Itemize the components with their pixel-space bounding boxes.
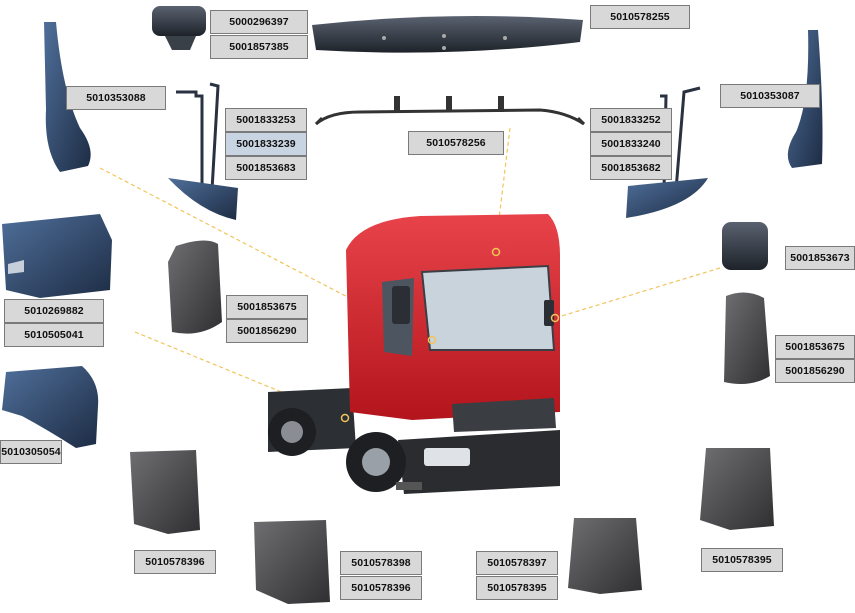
- part-label-sun-visor[interactable]: 5010578255: [590, 5, 690, 29]
- sun-visor-part: [312, 16, 583, 53]
- part-label-mudguard-right-outer[interactable]: 5010578395: [701, 548, 783, 572]
- part-label-tank-cover[interactable]: 5010305054: [0, 440, 62, 464]
- right-mirror-part: [724, 292, 770, 384]
- mirror-top-part: [152, 6, 206, 50]
- part-label-left-step-bracket-3[interactable]: 5001853683: [225, 156, 307, 180]
- part-label-right-step-bracket-2[interactable]: 5001833240: [590, 132, 672, 156]
- leader-line: [554, 267, 721, 319]
- part-label-mirror-top[interactable]: 5000296397: [210, 10, 308, 34]
- part-label-mudguard-right-inner-1[interactable]: 5010578397: [476, 551, 558, 575]
- part-label-left-step-bracket-2[interactable]: 5001833239: [225, 132, 307, 156]
- part-label-mudguard-left-inner-2[interactable]: 5010578396: [340, 576, 422, 600]
- part-label-mudguard-left-inner-1[interactable]: 5010578398: [340, 551, 422, 575]
- mudguard-left-outer-part: [130, 450, 200, 534]
- battery-cover-part: [2, 214, 112, 298]
- mudguard-right-outer-part: [700, 448, 774, 530]
- part-label-visor-bracket[interactable]: 5010578256: [408, 131, 504, 155]
- part-label-left-mirror-1[interactable]: 5001853675: [226, 295, 308, 319]
- part-label-battery-cover-1[interactable]: 5010269882: [4, 299, 104, 323]
- part-label-right-mirror-1[interactable]: 5001853675: [775, 335, 855, 359]
- right-step-bracket-part: [626, 86, 708, 218]
- part-label-mudguard-right-inner-2[interactable]: 5010578395: [476, 576, 558, 600]
- part-label-right-small-mirror[interactable]: 5001853673: [785, 246, 855, 270]
- left-step-bracket-part: [168, 82, 238, 220]
- part-label-left-mirror-2[interactable]: 5001856290: [226, 319, 308, 343]
- right-small-mirror-part: [722, 222, 768, 270]
- part-label-battery-cover-2[interactable]: 5010505041: [4, 323, 104, 347]
- visor-bracket-part: [314, 96, 586, 126]
- mudguard-left-inner-part: [254, 520, 330, 604]
- part-label-right-mirror-2[interactable]: 5001856290: [775, 359, 855, 383]
- part-label-right-cab-deflector[interactable]: 5010353087: [720, 84, 820, 108]
- part-label-mudguard-left-outer[interactable]: 5010578396: [134, 550, 216, 574]
- part-label-right-step-bracket-3[interactable]: 5001853682: [590, 156, 672, 180]
- truck-illustration: [268, 214, 560, 494]
- mudguard-right-inner-part: [568, 518, 642, 594]
- part-label-mirror-top-2[interactable]: 5001857385: [210, 35, 308, 59]
- part-label-right-step-bracket-1[interactable]: 5001833252: [590, 108, 672, 132]
- tank-cover-part: [2, 366, 99, 448]
- part-label-left-step-bracket-1[interactable]: 5001833253: [225, 108, 307, 132]
- part-label-left-cab-deflector[interactable]: 5010353088: [66, 86, 166, 110]
- left-mirror-part: [168, 240, 222, 334]
